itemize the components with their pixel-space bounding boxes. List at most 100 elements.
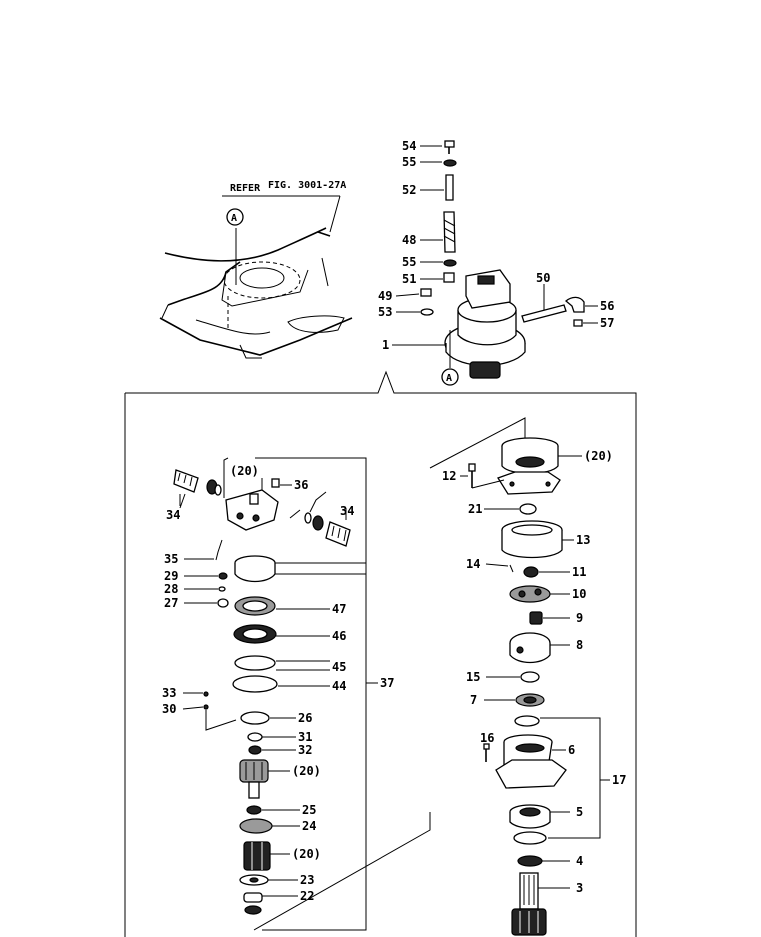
label-11: 11 [572,565,586,579]
label-20b: (20) [292,764,321,778]
frame-left-edge [167,261,241,306]
part-13-ring-body [501,530,563,559]
label-56: 56 [600,299,614,313]
left-column-labels: (20) 36 34 34 35 29 28 27 47 46 45 44 37… [162,464,394,903]
right-column-parts [429,417,610,936]
label-57: 57 [600,316,614,330]
part-44-ring [232,675,278,693]
label-53: 53 [378,305,392,319]
part-48-spring-coils [443,219,456,243]
label-31: 31 [298,730,312,744]
right-column-leaders [460,455,582,889]
label-25: 25 [302,803,316,817]
part-34-right-leaders [289,491,327,519]
label-8: 8 [576,638,583,652]
part-8-carrier-body [509,643,551,664]
part-seal-upper [514,715,540,727]
frame-lower-edge [159,317,353,356]
marker-a-circle-motor [441,368,459,386]
left-column-parts [173,457,431,931]
top-labels: 54 55 52 48 55 51 49 53 50 56 57 1 [378,139,614,352]
frame-edge-detail [317,231,331,237]
part-29-oring [218,572,228,580]
label-54: 54 [402,139,416,153]
label-15: 15 [466,670,480,684]
part-22-nut [243,892,263,903]
label-20c: (20) [292,847,321,861]
label-29: 29 [164,569,178,583]
right-column-labels: (20) 12 21 13 14 11 10 9 8 15 7 16 6 17 … [442,449,626,895]
label-44: 44 [332,679,346,693]
part-28-ring [218,586,226,592]
part-57-plug [573,319,583,327]
label-23: 23 [300,873,314,887]
exploded-view-frame [124,370,637,937]
refer-prefix: REFER [230,183,261,194]
part-27-plug [217,598,229,608]
label-5: 5 [576,805,583,819]
label-36: 36 [294,478,308,492]
part-34-oring-left [214,484,222,496]
label-50: 50 [536,271,550,285]
part-54-bolt-head [444,140,455,148]
label-20d: (20) [584,449,613,463]
leader-14 [485,563,509,567]
part-30-leader-bracket [205,710,237,731]
label-55b: 55 [402,255,416,269]
part-12-bolt-head [468,463,476,472]
group-17-bracket [540,717,601,839]
label-28: 28 [164,582,178,596]
label-26: 26 [298,711,312,725]
label-16: 16 [480,731,494,745]
part-6-housing-flange [495,759,567,789]
part-46-plate-hole [242,628,268,640]
mounting-hole-circle [223,261,301,299]
part-20-gear-shaft [248,781,260,799]
part-26-spacer [240,711,270,725]
label-52: 52 [402,183,416,197]
leader-49 [395,293,420,297]
label-21: 21 [468,502,482,516]
label-10: 10 [572,587,586,601]
part-4-collar [517,855,543,867]
part-45-ring [234,655,276,671]
label-6: 6 [568,743,575,757]
frame-curve [195,319,271,335]
label-7: 7 [470,693,477,707]
part-22-base [244,905,262,915]
label-20a: (20) [230,464,259,478]
part-10-hole-a [518,590,526,598]
refer-leader-line [222,195,341,233]
part-30-pin [203,704,209,710]
part-9-planet-gear [529,611,543,625]
part-34-valve-left [173,469,199,493]
frame-plate [221,269,309,307]
part-8-hole [516,646,524,654]
part-10-carrier-plate [509,585,551,603]
label-47: 47 [332,602,346,616]
part-21-bushing [519,503,537,515]
label-27: 27 [164,596,178,610]
marker-a-text-frame: A [231,213,237,224]
part-49-bolt [420,288,432,297]
part-34-seal-right [312,515,324,531]
part-15-ring [520,671,540,683]
label-14: 14 [466,557,480,571]
label-48: 48 [402,233,416,247]
part-20-flange-hole-b [545,481,551,487]
part-12-leader-line [471,479,505,489]
label-35: 35 [164,552,178,566]
label-17: 17 [612,773,626,787]
right-top-connector [429,417,526,469]
part-48-assembly [443,211,456,253]
part-20-boss [249,493,259,505]
label-22: 22 [300,889,314,903]
motor-pinion-gear [469,361,501,379]
left-column-leaders [179,478,366,897]
part-55-washer-upper [443,159,457,167]
label-34b: 34 [340,504,354,518]
swing-motor-assembly: A [420,140,585,386]
frame-rib [321,257,329,287]
group-37-bracket [255,457,367,931]
refer-figure: FIG. 3001-27A [268,180,346,191]
